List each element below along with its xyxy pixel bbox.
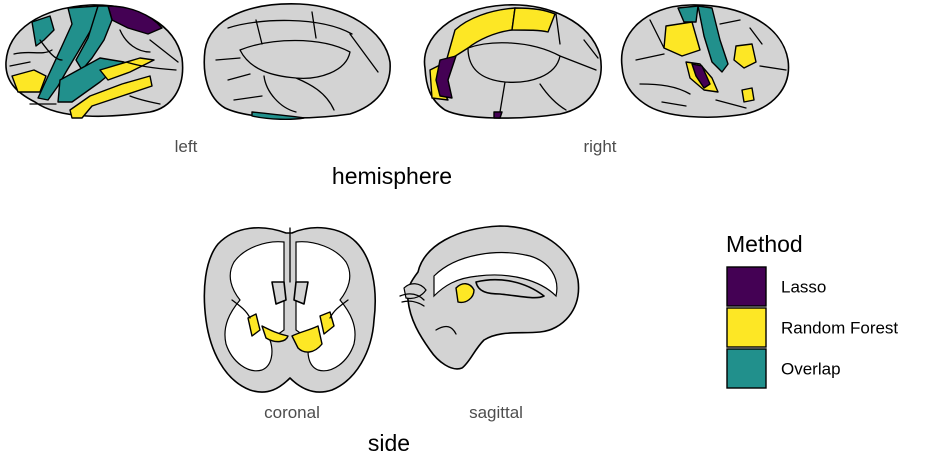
region-overlap bbox=[75, 5, 113, 71]
legend-key-overlap bbox=[726, 348, 767, 389]
region-random-forest bbox=[291, 325, 323, 353]
right-medial-view bbox=[423, 4, 602, 119]
legend-label-overlap: Overlap bbox=[781, 360, 841, 379]
region-overlap bbox=[31, 15, 55, 47]
legend-label-random-forest: Random Forest bbox=[781, 319, 898, 338]
sub-label-left: left bbox=[175, 137, 198, 156]
region-overlap bbox=[677, 5, 699, 23]
region-random-forest bbox=[247, 313, 261, 337]
region-random-forest bbox=[663, 21, 701, 57]
region-random-forest bbox=[261, 325, 289, 343]
right-lateral-view bbox=[620, 4, 790, 118]
region-lasso bbox=[435, 55, 457, 99]
sub-label-sagittal: sagittal bbox=[469, 403, 523, 422]
facet-title-hemisphere: hemisphere bbox=[332, 163, 452, 189]
coronal-view bbox=[203, 226, 376, 393]
region-lasso bbox=[691, 63, 711, 89]
legend-label-lasso: Lasso bbox=[781, 278, 826, 297]
legend-key-lasso bbox=[726, 266, 767, 307]
region-overlap bbox=[697, 5, 729, 73]
region-lasso bbox=[493, 111, 503, 119]
legend-title: Method bbox=[726, 231, 803, 257]
left-lateral-view bbox=[5, 4, 184, 119]
sub-label-right: right bbox=[583, 137, 616, 156]
left-medial-view bbox=[203, 3, 391, 121]
sagittal-view bbox=[399, 225, 580, 370]
region-random-forest bbox=[11, 69, 47, 93]
region-overlap bbox=[251, 111, 305, 121]
region-random-forest bbox=[69, 75, 153, 119]
region-random-forest bbox=[511, 7, 556, 33]
region-random-forest bbox=[733, 43, 757, 69]
sub-label-coronal: coronal bbox=[264, 403, 320, 422]
region-random-forest bbox=[741, 87, 755, 103]
region-random-forest bbox=[455, 283, 475, 304]
facet-title-side: side bbox=[368, 430, 410, 456]
region-lasso bbox=[107, 5, 163, 35]
legend-key-random-forest bbox=[726, 307, 767, 348]
